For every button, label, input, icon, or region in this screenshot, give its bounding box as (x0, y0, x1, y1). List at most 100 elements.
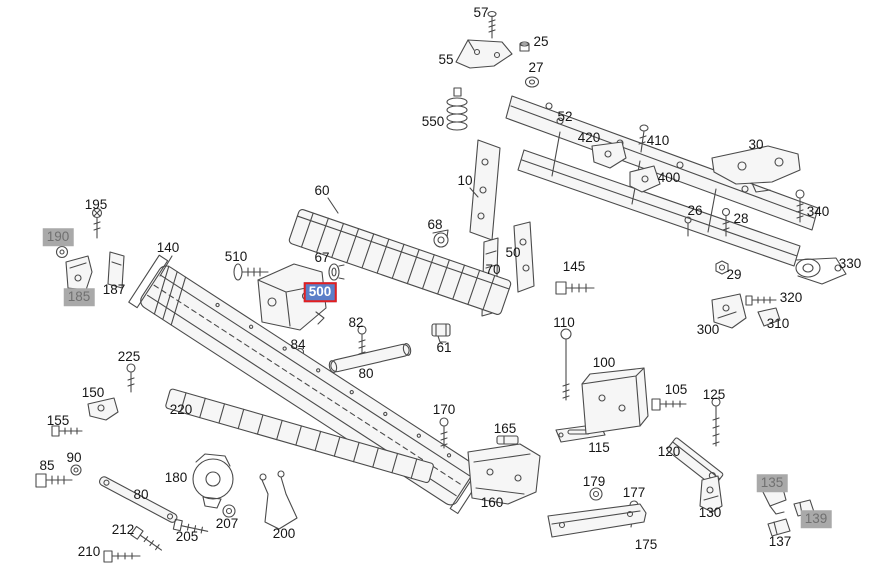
part-185-bracket (65, 255, 93, 291)
part-label-70[interactable]: 70 (485, 262, 501, 278)
part-57-screw (487, 10, 497, 39)
part-27-grommet (524, 76, 540, 88)
part-60-rail (288, 209, 512, 315)
part-label-205[interactable]: 205 (175, 529, 199, 545)
part-label-25[interactable]: 25 (533, 34, 549, 50)
part-label-310[interactable]: 310 (766, 316, 790, 332)
part-label-68[interactable]: 68 (427, 217, 443, 233)
part-510-bolt (233, 263, 269, 281)
part-label-50[interactable]: 50 (505, 245, 521, 261)
part-130-bracket (699, 475, 723, 513)
part-label-80-tube[interactable]: 80 (358, 366, 374, 382)
part-10-crossmember (469, 95, 819, 267)
part-label-110[interactable]: 110 (553, 315, 575, 331)
part-420-bracket (591, 141, 627, 169)
part-110-bolt (560, 328, 572, 401)
part-label-80-strip[interactable]: 80 (133, 487, 149, 503)
part-80-tube (328, 343, 412, 373)
part-label-10[interactable]: 10 (457, 173, 473, 189)
part-190-washer (55, 245, 69, 259)
part-61-clip (431, 323, 451, 343)
part-label-85[interactable]: 85 (39, 458, 55, 474)
part-label-60[interactable]: 60 (314, 183, 330, 199)
part-label-177[interactable]: 177 (622, 485, 646, 501)
part-label-510[interactable]: 510 (224, 249, 248, 265)
part-179-washer (589, 487, 603, 501)
part-label-29[interactable]: 29 (726, 267, 742, 283)
part-label-225[interactable]: 225 (117, 349, 141, 365)
part-label-190[interactable]: 190 (42, 228, 74, 246)
part-label-195[interactable]: 195 (84, 197, 108, 213)
part-label-185[interactable]: 185 (63, 288, 95, 306)
part-29-nut (715, 260, 729, 275)
part-120-bar (666, 437, 724, 487)
part-label-145[interactable]: 145 (562, 259, 586, 275)
part-label-84[interactable]: 84 (290, 337, 306, 353)
part-340-bolt (795, 189, 805, 223)
part-330-bracket (795, 257, 847, 285)
part-label-320[interactable]: 320 (779, 290, 803, 306)
part-label-179[interactable]: 179 (582, 474, 606, 490)
part-225-bolt (126, 363, 136, 393)
part-label-130[interactable]: 130 (698, 505, 722, 521)
part-label-207[interactable]: 207 (215, 516, 239, 532)
part-label-300[interactable]: 300 (696, 322, 720, 338)
part-label-135[interactable]: 135 (756, 474, 788, 492)
part-label-400[interactable]: 400 (657, 170, 681, 186)
part-212-bolt (130, 525, 163, 551)
part-label-82[interactable]: 82 (348, 315, 364, 331)
part-125-bolt (711, 397, 721, 447)
part-85-bolt (35, 473, 73, 488)
part-220-rail (165, 388, 434, 484)
part-165-clip (496, 435, 519, 445)
part-label-165[interactable]: 165 (493, 421, 517, 437)
part-label-500[interactable]: 500 (303, 282, 337, 302)
part-label-150[interactable]: 150 (81, 385, 105, 401)
part-label-420[interactable]: 420 (577, 130, 601, 146)
part-label-170[interactable]: 170 (432, 402, 456, 418)
part-label-139[interactable]: 139 (800, 510, 832, 528)
part-label-160[interactable]: 160 (480, 495, 504, 511)
part-label-27[interactable]: 27 (528, 60, 544, 76)
part-label-67[interactable]: 67 (314, 250, 330, 266)
part-67-grommet (328, 263, 345, 281)
part-label-155[interactable]: 155 (46, 413, 70, 429)
part-label-90[interactable]: 90 (66, 450, 82, 466)
part-label-61[interactable]: 61 (436, 340, 452, 356)
part-label-100[interactable]: 100 (592, 355, 616, 371)
part-label-57[interactable]: 57 (473, 5, 489, 21)
part-label-26[interactable]: 26 (687, 203, 703, 219)
part-175-bracket (547, 503, 647, 538)
part-label-115[interactable]: 115 (588, 440, 610, 456)
part-label-28[interactable]: 28 (733, 211, 749, 227)
part-label-140[interactable]: 140 (156, 240, 180, 256)
part-label-180[interactable]: 180 (164, 470, 188, 486)
part-label-55[interactable]: 55 (438, 52, 454, 68)
part-550-spring (446, 87, 468, 131)
part-25-cap (519, 41, 530, 52)
part-label-212[interactable]: 212 (111, 522, 135, 538)
part-label-125[interactable]: 125 (702, 387, 726, 403)
part-195-screw (91, 207, 103, 239)
part-label-52[interactable]: 52 (557, 109, 573, 125)
part-label-220[interactable]: 220 (169, 402, 193, 418)
part-label-550[interactable]: 550 (421, 114, 445, 130)
part-label-330[interactable]: 330 (838, 256, 862, 272)
part-label-175[interactable]: 175 (634, 537, 658, 553)
part-170-bolt (439, 417, 449, 449)
part-207-washer (222, 504, 236, 518)
part-label-187[interactable]: 187 (102, 282, 126, 298)
part-label-210[interactable]: 210 (77, 544, 101, 560)
part-label-120[interactable]: 120 (657, 444, 681, 460)
part-label-200[interactable]: 200 (272, 526, 296, 542)
part-label-137[interactable]: 137 (768, 534, 792, 550)
part-26-bolt (684, 216, 692, 237)
part-205-bolt (172, 518, 209, 534)
part-label-410[interactable]: 410 (646, 133, 670, 149)
part-label-340[interactable]: 340 (806, 204, 830, 220)
part-200-fork (259, 470, 298, 530)
part-label-105[interactable]: 105 (664, 382, 688, 398)
part-label-30[interactable]: 30 (748, 137, 764, 153)
